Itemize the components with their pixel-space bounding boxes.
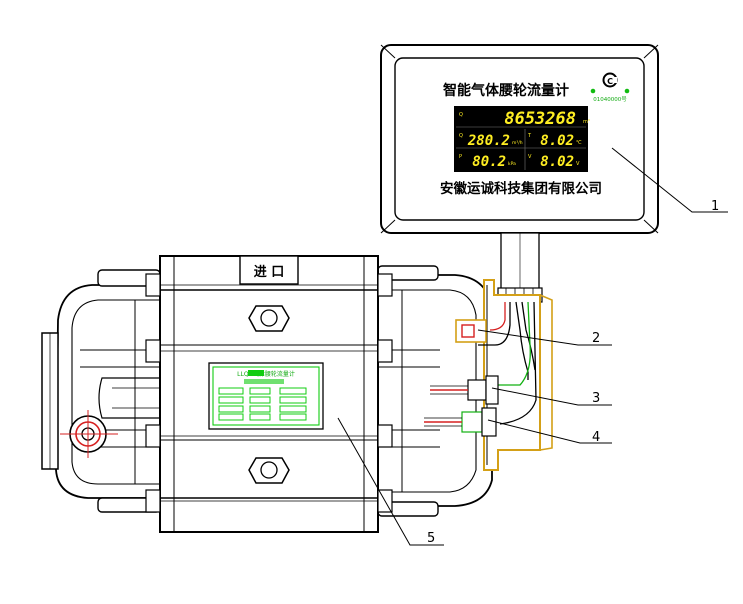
svg-text:m³: m³ <box>583 119 590 125</box>
callout-leaders <box>337 147 728 546</box>
lcd-flow-rate: 280.2 <box>467 133 510 149</box>
svg-text:V: V <box>576 161 580 167</box>
drain-plug <box>60 410 118 458</box>
left-end-cover <box>41 269 161 513</box>
status-led-icon <box>624 88 630 94</box>
lcd-screen <box>454 106 588 172</box>
status-led-icon <box>590 88 596 94</box>
lcd-battery: 8.02 <box>540 154 574 170</box>
display-title: 智能气体腰轮流量计 <box>442 82 569 99</box>
cmc-logo-icon: C <box>602 72 618 88</box>
callout-5: 5 <box>427 531 435 546</box>
inlet-label: 进 口 <box>254 265 285 280</box>
svg-text:P: P <box>459 154 462 160</box>
nameplate-title: LLQ- 气体腰轮流量计 <box>237 370 295 378</box>
callout-3: 3 <box>592 391 600 406</box>
svg-text:kPa: kPa <box>508 161 516 167</box>
callout-1: 1 <box>711 199 719 214</box>
sensor-wires <box>478 301 537 425</box>
lcd-temperature: 8.02 <box>540 133 574 149</box>
svg-text:℃: ℃ <box>576 140 582 146</box>
lcd-total-volume: 8653268 <box>504 109 576 129</box>
svg-text:Q: Q <box>459 112 463 118</box>
cert-code: 01040000号 <box>593 96 627 103</box>
svg-text:Q: Q <box>459 133 463 139</box>
svg-text:C: C <box>607 77 613 86</box>
company-name: 安徽运诚科技集团有限公司 <box>440 180 602 197</box>
pressure-sensor <box>424 407 497 437</box>
callout-numbers: 1 2 3 4 5 <box>427 199 719 546</box>
callout-2: 2 <box>592 331 600 346</box>
lcd-pressure: 80.2 <box>472 154 506 170</box>
temperature-sensor <box>430 375 499 405</box>
svg-text:V: V <box>528 154 532 160</box>
callout-4: 4 <box>592 430 600 445</box>
svg-text:T: T <box>527 133 532 139</box>
nameplate: LLQ- 气体腰轮流量计 <box>208 362 324 430</box>
svg-text:m³/h: m³/h <box>512 140 523 146</box>
display-mast <box>497 232 543 303</box>
display-unit: 智能气体腰轮流量计 C 01040000号 Q Q P T V 8653268 … <box>380 44 659 234</box>
